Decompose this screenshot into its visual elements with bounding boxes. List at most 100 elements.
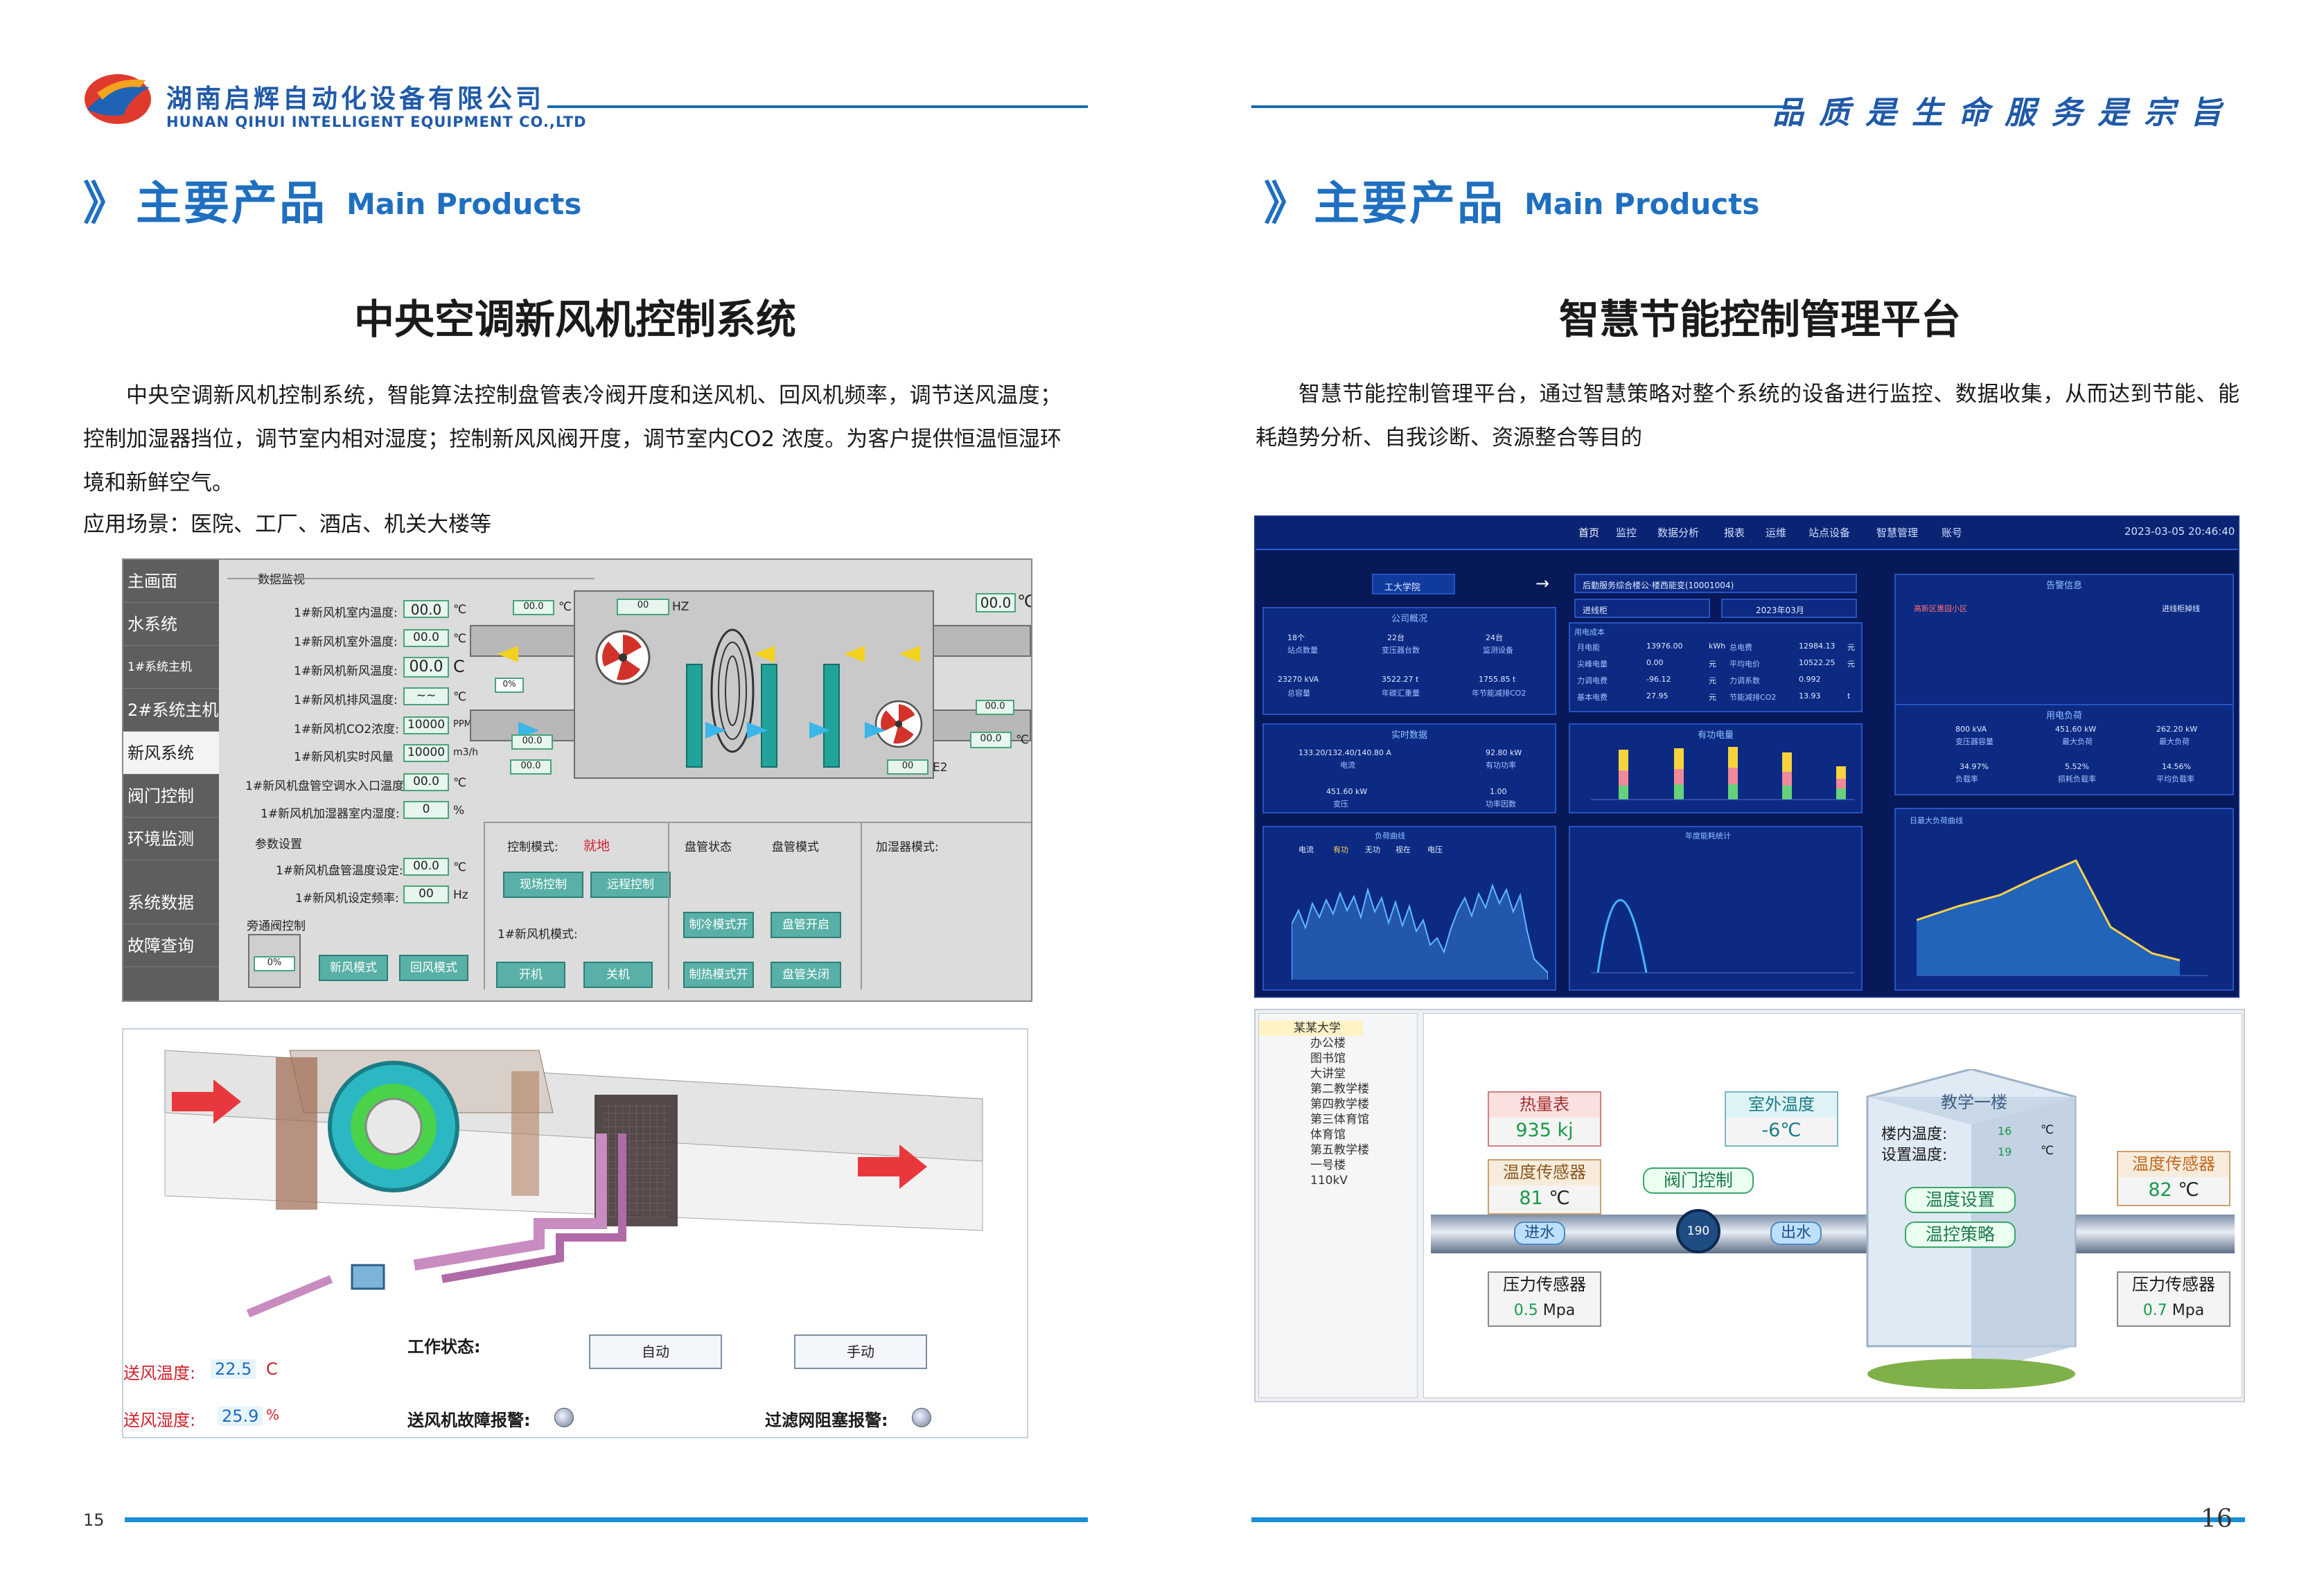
nav-devices[interactable]: 站点设备 [1808, 527, 1851, 539]
tree-item[interactable]: 第四教学楼 [1310, 1097, 1369, 1111]
application-scenarios: 应用场景：医院、工厂、酒店、机关大楼等 [83, 512, 491, 537]
outdoor-temp-value: -6 [1761, 1120, 1781, 1141]
set-temp-value: 19 [1998, 1145, 2012, 1158]
hmi-menu-valve[interactable]: 阀门控制 [123, 775, 219, 818]
stat-label: 站点数量 [1287, 646, 1318, 655]
hmi-reading-unit-2: C [453, 657, 465, 676]
temp-setting-button[interactable]: 温度设置 [1905, 1187, 2016, 1213]
site-selector[interactable]: 工大学院 [1372, 574, 1455, 594]
hmi-fresh-mode-button[interactable]: 新风模式 [319, 955, 388, 981]
curve-tab[interactable]: 电流 [1299, 845, 1314, 854]
curve-tab[interactable]: 有功 [1333, 845, 1348, 854]
month-selector[interactable]: 2023年03月 [1721, 599, 1857, 618]
hmi-param-label-1: 1#新风机设定频率: [295, 892, 399, 906]
cost-cell: 27.95 [1646, 691, 1669, 700]
hmi-param-value-0[interactable]: 00.0 [403, 858, 449, 876]
hmi-diagram-value-2: 00.0 [976, 593, 1016, 612]
heating-scada-screen: 某某大学 办公楼 图书馆 大讲堂 第二教学楼 第四教学楼 第三体育馆 体育馆 第… [1254, 1009, 2245, 1402]
stat-value: 3522.27 t [1382, 675, 1419, 684]
hmi-coil-status-label: 盘管状态 [685, 840, 732, 854]
tree-item[interactable]: 体育馆 [1310, 1128, 1346, 1142]
nav-account[interactable]: 账号 [1942, 527, 1963, 539]
hmi-return-mode-button[interactable]: 回风模式 [399, 955, 468, 981]
hmi-remote-control-button[interactable]: 远程控制 [590, 872, 671, 898]
nav-home[interactable]: 首页 [1578, 527, 1600, 539]
hmi-coil-1 [686, 664, 703, 768]
outdoor-temp: 室外温度 -6℃ [1725, 1091, 1838, 1147]
cost-title: 用电成本 [1574, 628, 1605, 637]
tree-item[interactable]: 办公楼 [1310, 1036, 1346, 1050]
curve-tab[interactable]: 电压 [1427, 845, 1443, 854]
manual-button[interactable]: 手动 [794, 1334, 927, 1369]
curve-tab[interactable]: 无功 [1365, 845, 1380, 854]
yearly-card: 年度能耗统计 [1569, 826, 1863, 991]
temp-sensor-right-unit: ℃ [2178, 1179, 2199, 1201]
cost-cell: 0.992 [1799, 675, 1821, 684]
tree-item[interactable]: 110kV [1310, 1174, 1348, 1188]
hmi-menu-host-1[interactable]: 1#系统主机 [123, 646, 219, 689]
hmi-diagram-value-3: 00.0 [970, 732, 1012, 748]
auto-button[interactable]: 自动 [589, 1334, 722, 1369]
load-card: 用电负荷 800 kVA 变压器容量 451.60 kW 最大负荷 262.20… [1894, 704, 2234, 795]
hmi-menu-main[interactable]: 主画面 [123, 560, 219, 603]
curve-tab[interactable]: 视在 [1396, 845, 1411, 854]
tree-item[interactable]: 一号楼 [1310, 1158, 1346, 1172]
nav-analysis[interactable]: 数据分析 [1657, 527, 1700, 539]
load-label: 平均负载率 [2156, 775, 2194, 784]
outlet-label: 出水 [1770, 1221, 1822, 1245]
hmi-menu-data[interactable]: 系统数据 [123, 881, 219, 924]
pressure-sensor-left: 压力传感器 0.5 Mpa [1488, 1271, 1601, 1327]
supply-temp-value: 22.5 [211, 1359, 256, 1379]
hmi-diagram-value-1: 00 [617, 599, 669, 615]
hmi-coil-on-button[interactable]: 盘管开启 [771, 912, 841, 938]
hmi-reading-label-4: 1#新风机CO2浓度: [294, 723, 399, 736]
hmi-cooling-on-button[interactable]: 制冷模式开 [683, 912, 754, 938]
hmi-menu-host-2[interactable]: 2#系统主机 [123, 689, 219, 732]
nav-monitor[interactable]: 监控 [1616, 527, 1637, 539]
supply-humidity-value: 25.9 [218, 1406, 263, 1426]
temp-strategy-button[interactable]: 温控策略 [1905, 1221, 2016, 1248]
hmi-menu-fault[interactable]: 故障查询 [123, 924, 219, 967]
hmi-menu-water[interactable]: 水系统 [123, 603, 219, 646]
temp-sensor-left: 温度传感器 81 ℃ [1488, 1159, 1601, 1215]
hmi-reading-label-6: 1#新风机盘管空调水入口温度: [245, 779, 408, 793]
nav-maintenance[interactable]: 运维 [1766, 527, 1787, 539]
tree-item[interactable]: 大讲堂 [1310, 1067, 1346, 1081]
heating-scene: 热量表 935 kj 室外温度 -6℃ 温度传感器 81 ℃ 阀门控制 190 … [1423, 1013, 2242, 1398]
tree-item[interactable]: 第五教学楼 [1310, 1143, 1369, 1157]
filter-alarm-indicator [912, 1408, 931, 1427]
tree-item[interactable]: 图书馆 [1310, 1052, 1346, 1066]
pressure-sensor-left-reading: 0.5 Mpa [1489, 1298, 1600, 1324]
nav-smart[interactable]: 智慧管理 [1876, 527, 1919, 539]
outdoor-temp-unit: ℃ [1780, 1120, 1802, 1141]
hmi-stop-button[interactable]: 关机 [583, 962, 653, 988]
meter-selector[interactable]: 后勤服务综合楼公·楼西能变(10001004) [1574, 574, 1857, 593]
nav-report[interactable]: 报表 [1724, 527, 1745, 539]
hmi-param-value-1[interactable]: 00 [403, 885, 449, 903]
month-selector-value: 2023年03月 [1756, 606, 1804, 615]
hmi-coil-3 [823, 664, 840, 768]
hmi-menu-fresh-air[interactable]: 新风系统 [123, 732, 219, 775]
stat-value: 23270 kVA [1278, 675, 1319, 684]
temp-sensor-right-value: 82 [2148, 1179, 2172, 1201]
hmi-local-control-button[interactable]: 现场控制 [503, 872, 583, 898]
tree-item[interactable]: 第三体育馆 [1310, 1113, 1369, 1127]
product-description-right: 智慧节能控制管理平台，通过智慧策略对整个系统的设备进行监控、数据收集，从而达到节… [1256, 382, 2239, 450]
hmi-param-unit-1: Hz [453, 888, 468, 902]
tree-item[interactable]: 第二教学楼 [1310, 1082, 1369, 1096]
tree-root[interactable]: 某某大学 [1259, 1021, 1363, 1036]
header-rule-right [1251, 105, 1792, 108]
hmi-coil-off-button[interactable]: 盘管关闭 [771, 962, 841, 988]
hmi-heating-on-button[interactable]: 制热模式开 [683, 962, 754, 988]
cost-cell: t [1847, 691, 1851, 700]
hmi-reading-value-2: 00.0 [403, 657, 449, 678]
hmi-menu-environment[interactable]: 环境监测 [123, 818, 219, 861]
hmi-fresh-air-screen: 主画面 水系统 1#系统主机 2#系统主机 新风系统 阀门控制 环境监测 系统数… [122, 558, 1032, 1002]
cost-cell: 13976.00 [1646, 642, 1683, 651]
valve-control-button[interactable]: 阀门控制 [1643, 1167, 1754, 1194]
pressure-left-value: 0.5 [1513, 1302, 1538, 1319]
cost-cell: 力调电费 [1577, 676, 1608, 685]
cabinet-selector[interactable]: 进线柜 [1574, 599, 1710, 618]
hmi-start-button[interactable]: 开机 [496, 962, 565, 988]
